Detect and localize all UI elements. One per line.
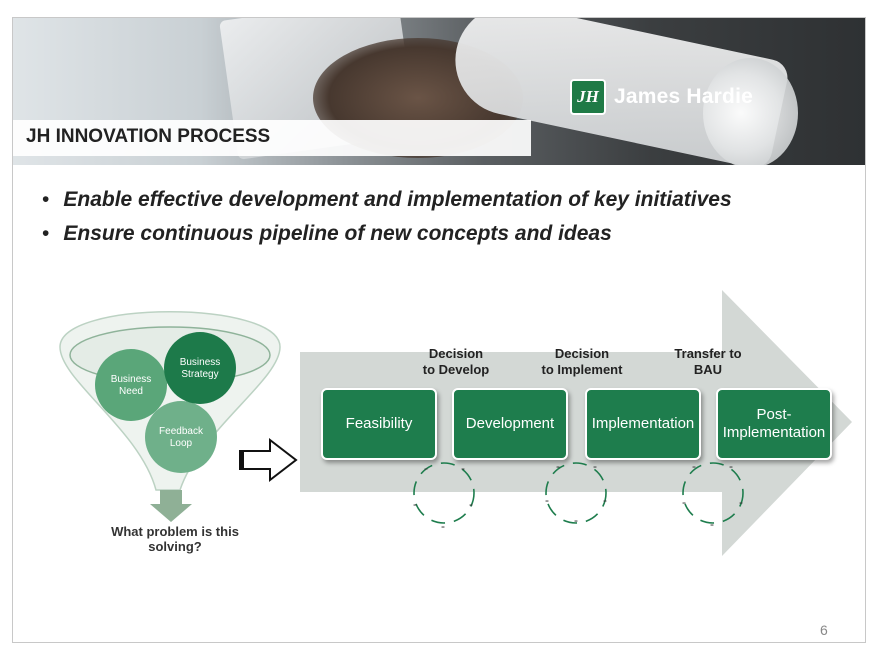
stage-feasibility: Feasibility [321,388,437,460]
bullet-dot-icon: • [42,188,50,211]
svg-text:-: - [574,513,578,527]
page-number: 6 [820,622,828,638]
feedback-loop-1-icon [413,462,475,524]
circle-business-strategy [164,332,236,404]
circle-label-business-strategy: Business Strategy [179,357,221,380]
funnel-down-arrow-shaft [160,490,182,504]
svg-text:-: - [441,519,445,533]
svg-text:-: - [682,495,686,509]
svg-text:-: - [461,461,465,475]
svg-text:-: - [545,493,549,507]
brand-name: James Hardie [614,85,753,108]
process-big-arrow [300,290,852,556]
feedback-loop-2-icon [545,462,607,524]
svg-text:-: - [413,497,417,511]
jh-logo-icon: JH [570,79,606,115]
svg-text:-: - [710,517,714,531]
svg-text:-: - [603,493,607,507]
page-title: JH INNOVATION PROCESS [26,126,271,147]
feedback-loop-3-icon [682,462,744,524]
circle-label-feedback-loop: Feedback Loop [159,426,203,449]
circle-label-business-need: Business Need [110,374,152,397]
bullet-dot-icon: • [42,222,50,245]
bullet-list: • Enable effective development and implem… [42,188,732,256]
svg-text:-: - [593,459,597,473]
stage-implementation: Implementation [585,388,701,460]
svg-text:-: - [424,461,428,475]
funnel-down-arrow-icon [150,504,192,522]
james-hardie-logo: JH James Hardie [570,79,753,115]
stage-development: Development [452,388,568,460]
svg-text:-: - [739,495,743,509]
circle-business-need [95,349,167,421]
decision-label: Decision to Develop [422,346,490,377]
bullet-item: • Enable effective development and implem… [42,188,732,222]
svg-text:-: - [469,497,473,511]
title-bar [13,120,531,156]
small-right-arrow-icon [239,437,298,483]
bullet-text: Enable effective development and impleme… [63,188,732,211]
svg-text:-: - [729,459,733,473]
decision-label: Transfer to BAU [674,346,742,377]
circle-feedback-loop [145,401,217,473]
svg-text:-: - [692,459,696,473]
blueprint-roll-end [703,58,798,165]
stage-post-implementation: Post- Implementation [716,388,832,460]
svg-text:-: - [556,459,560,473]
decision-label: Decision to Implement [541,346,623,377]
funnel-question: What problem is this solving? [111,524,239,554]
bullet-text: Ensure continuous pipeline of new concep… [63,222,612,245]
bullet-item: • Ensure continuous pipeline of new conce… [42,222,732,256]
